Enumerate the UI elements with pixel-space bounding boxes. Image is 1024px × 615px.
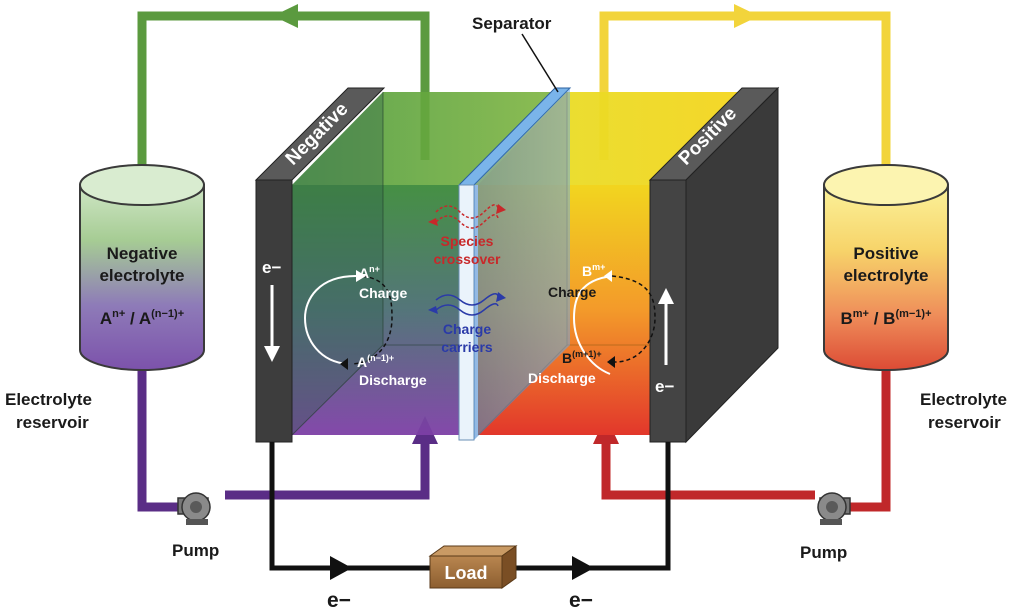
right-cycle-arrow [611, 275, 656, 363]
separator-side [474, 88, 570, 440]
yellow-flow-arrow [734, 4, 759, 28]
purple-supply-pipe-2 [225, 438, 430, 500]
pump-left-icon [177, 492, 211, 525]
species-crossover-arrows [435, 204, 499, 229]
green-flow-arrow [273, 4, 298, 28]
charge-right-label: Charge [548, 284, 596, 300]
reservoir-right-line1: Electrolyte [920, 390, 1007, 409]
load-box [428, 545, 518, 589]
pos-electrolyte-line2: electrolyte [843, 266, 928, 285]
circuit-wire-2 [514, 442, 671, 571]
pos-electrolyte-line1: Positive [853, 244, 918, 263]
species-crossover-line2: crossover [434, 251, 501, 267]
circuit-arrow-left [330, 556, 352, 580]
positive-electrolyte-tank [823, 164, 949, 371]
negative-cell-front [292, 185, 467, 435]
species-crossover-line1: Species [441, 233, 494, 249]
pump-right-label: Pump [800, 543, 847, 562]
electron-label-bottom-left: e− [327, 589, 351, 612]
separator-pointer [521, 33, 559, 93]
circuit-arrow-right [572, 556, 594, 580]
electron-label-bottom-right: e− [569, 589, 593, 612]
separator-front [458, 184, 475, 441]
charge-carriers-line1: Charge [443, 321, 491, 337]
purple-supply-pipe [137, 370, 195, 512]
electron-label-left: e− [262, 258, 281, 277]
negative-electrode [254, 87, 386, 443]
left-cycle-arrow [303, 275, 357, 365]
separator-label: Separator [472, 14, 552, 33]
neg-species-label: An+ / A(n−1)+ [100, 308, 184, 328]
b-bottom-species: B(m+1)+ [562, 349, 602, 366]
pump-right-icon [817, 492, 851, 525]
a-bottom-species: A(n−1)+ [357, 353, 394, 370]
b-top-species: Bm+ [582, 262, 605, 279]
neg-electrolyte-line1: Negative [107, 244, 178, 263]
discharge-left-label: Discharge [359, 372, 427, 388]
a-top-species: An+ [359, 264, 380, 281]
discharge-right-label: Discharge [528, 370, 596, 386]
neg-electrolyte-line2: electrolyte [99, 266, 184, 285]
pos-species-label: Bm+ / B(m−1)+ [840, 308, 931, 328]
charge-carriers-arrows [435, 293, 499, 316]
reservoir-left-line1: Electrolyte [5, 390, 92, 409]
negative-cell-top [292, 92, 558, 185]
pump-left-label: Pump [172, 541, 219, 560]
reservoir-left-line2: reservoir [16, 413, 89, 432]
negative-cell-depth [292, 92, 383, 435]
reservoir-right-line2: reservoir [928, 413, 1001, 432]
circuit-wire [269, 442, 430, 571]
red-supply-pipe [845, 370, 891, 512]
load-label: Load [445, 563, 488, 583]
charge-carriers-line2: carriers [441, 339, 493, 355]
positive-electrode [648, 86, 780, 444]
negative-electrolyte-tank [79, 164, 205, 371]
charge-left-label: Charge [359, 285, 407, 301]
red-supply-pipe-2 [601, 438, 815, 500]
electron-label-right: e− [655, 377, 674, 396]
